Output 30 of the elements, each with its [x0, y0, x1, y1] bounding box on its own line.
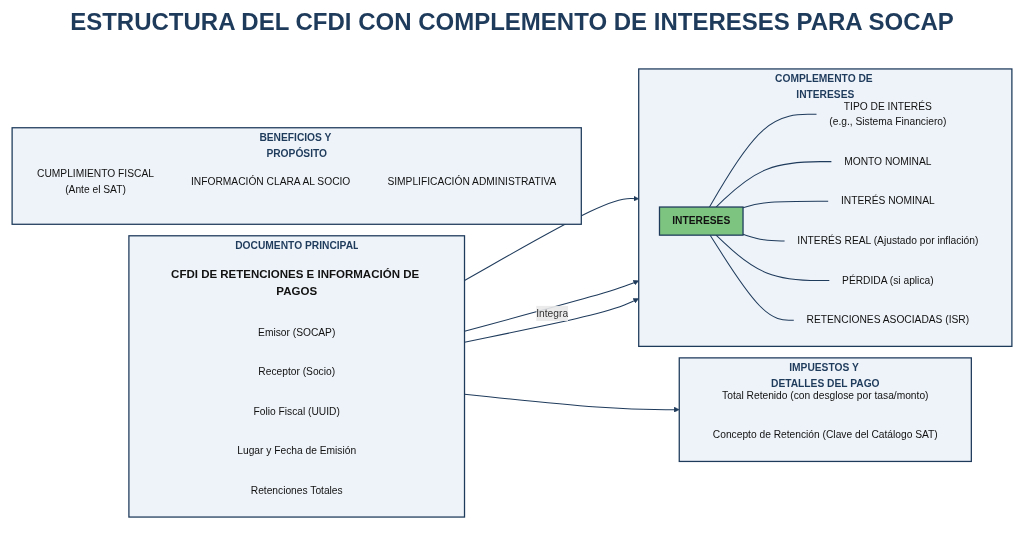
arrow: [464, 195, 639, 281]
connector: [715, 234, 830, 281]
node-text: MONTO NOMINAL: [844, 155, 932, 167]
node-text: CUMPLIMIENTO FISCAL (Ante el SAT): [37, 167, 154, 195]
node-box: INTERESES: [658, 205, 744, 236]
node-text: PÉRDIDA (si aplica): [842, 274, 934, 286]
node-text: Emisor (SOCAP): [258, 326, 336, 337]
edge-label: Integra: [536, 307, 569, 318]
connector: [709, 113, 817, 208]
node-text: INTERÉS REAL (Ajustado por inflación): [797, 234, 979, 246]
node-text: Folio Fiscal (UUID): [253, 405, 340, 417]
arrow: [464, 279, 639, 332]
arrow: [464, 393, 680, 412]
connector: [709, 234, 795, 321]
node-text: Total Retenido (con desglose por tasa/monto): [722, 389, 929, 401]
diagram-title: ESTRUCTURA DEL CFDI CON COMPLEMENTO DE INTERESES PARA SOCAP: [69, 8, 955, 36]
node-text: TIPO DE INTERÉS (e.g., Sistema Financiero): [829, 100, 947, 127]
node-text: Concepto de Retención (Clave del Catálogo SAT): [712, 428, 938, 440]
node-text: Receptor (Socio): [258, 365, 336, 377]
node-text: INFORMACIÓN CLARA AL SOCIO: [191, 175, 351, 187]
node-text: Lugar y Fecha de Emisión: [237, 444, 357, 456]
node-text: RETENCIONES ASOCIADAS (ISR): [806, 313, 970, 325]
connector: [742, 233, 786, 241]
node-text: CFDI DE RETENCIONES E INFORMACIÓN DE PAGOS: [171, 267, 420, 298]
arrow: [464, 297, 639, 343]
connector: [742, 200, 829, 208]
node-text: SIMPLIFICACIÓN ADMINISTRATIVA: [387, 175, 557, 187]
node-text: Retenciones Totales: [250, 484, 343, 496]
node-text: INTERÉS NOMINAL: [840, 195, 935, 206]
connector: [715, 160, 832, 208]
